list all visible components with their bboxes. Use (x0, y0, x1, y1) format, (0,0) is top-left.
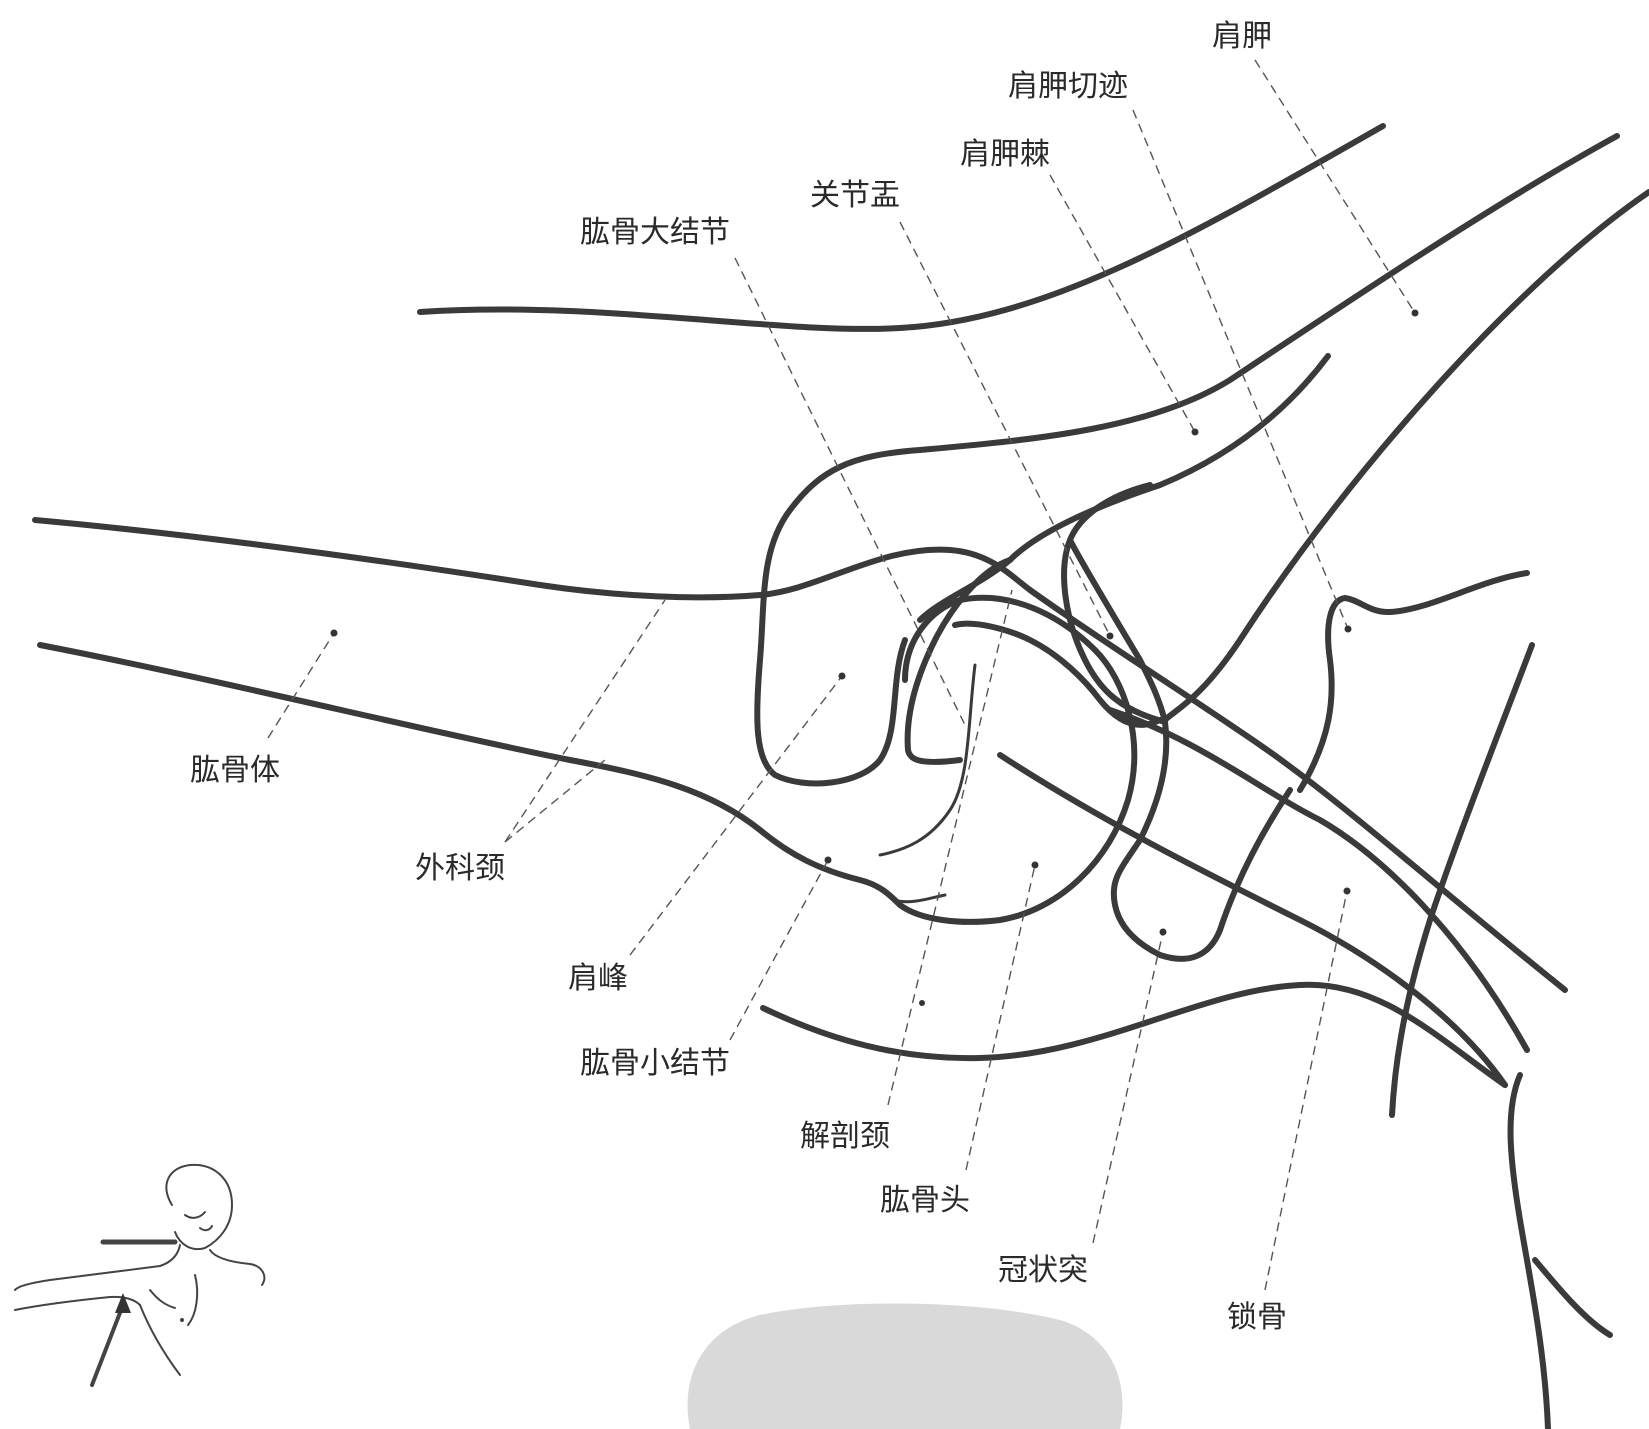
anchor-dots (330, 309, 1419, 1006)
label-anatomical-neck: 解剖颈 (800, 1119, 890, 1154)
body-contour-branch (1532, 1257, 1613, 1338)
scapula-lateral-border (1162, 189, 1649, 723)
lower-rib-curve (760, 981, 1508, 1088)
clavicle-line-c (997, 752, 1508, 1088)
label-surgical-neck: 外科颈 (415, 851, 505, 886)
anatomical-neck-line (878, 663, 977, 857)
glenoid-hook (1061, 482, 1168, 725)
label-humerus-shaft: 肱骨体 (190, 753, 280, 788)
humerus-lower-edge (37, 642, 903, 908)
label-clavicle: 锁骨 (1227, 1300, 1287, 1335)
leader-lines (267, 59, 1416, 1291)
label-scapular-notch: 肩胛切迹 (1008, 69, 1128, 104)
labels: 肩胛 肩胛切迹 肩胛棘 关节盂 肱骨大结节 肱骨体 外科颈 肩峰 肱骨小结节 解… (190, 19, 1287, 1335)
acromion-outline (754, 507, 908, 787)
label-humeral-head: 肱骨头 (880, 1183, 970, 1218)
label-greater-tubercle: 肱骨大结节 (580, 215, 730, 250)
bone-outlines (32, 123, 1649, 1429)
label-glenoid: 关节盂 (810, 178, 900, 213)
glenoid-loop (952, 620, 1163, 728)
label-lesser-tubercle: 肱骨小结节 (580, 1046, 730, 1081)
label-scapula: 肩胛 (1212, 19, 1272, 54)
label-acromion: 肩峰 (568, 961, 628, 996)
patient-position-sketch (14, 1163, 266, 1387)
clavicle-upper-line (787, 133, 1620, 513)
watermark-seal (687, 1303, 1123, 1429)
rib-line (1389, 642, 1535, 1118)
coracoid-outline (1110, 719, 1293, 962)
clavicle-line-b (1107, 707, 1530, 1053)
body-contour (1507, 1072, 1551, 1429)
scapular-notch-outline (1297, 570, 1530, 793)
humerus-upper-edge (32, 517, 1033, 601)
label-coracoid: 冠状突 (998, 1253, 1088, 1288)
scapula-upper-border (417, 123, 1386, 332)
label-scapular-spine: 肩胛棘 (960, 137, 1050, 172)
anatomical-neck-lower (893, 893, 947, 904)
clavicle-line-a (1027, 587, 1568, 993)
greater-tubercle-outline (904, 557, 1013, 765)
